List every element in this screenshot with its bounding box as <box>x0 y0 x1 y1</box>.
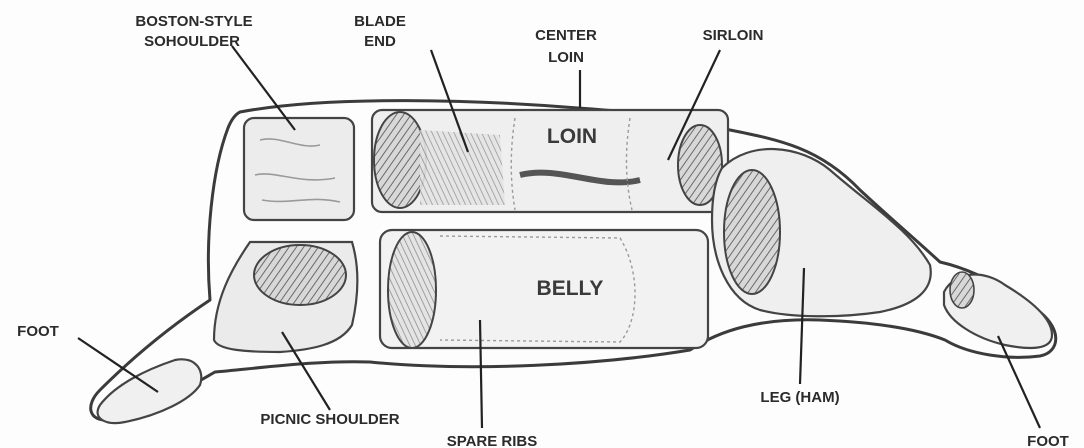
label-end: END <box>364 33 396 50</box>
label-sirloin: SIRLOIN <box>703 27 764 44</box>
label-belly: BELLY <box>537 277 604 300</box>
label-center-loin: LOIN <box>548 49 584 66</box>
label-picnic-shoulder: PICNIC SHOULDER <box>260 411 399 428</box>
label-loin: LOIN <box>547 125 597 148</box>
label-leg-ham: LEG (HAM) <box>760 389 839 406</box>
label-foot-rear: FOOT <box>1027 433 1069 448</box>
label-sohoulder: SOHOULDER <box>144 33 240 50</box>
front-foot-cut <box>98 359 202 423</box>
label-boston-style: BOSTON-STYLE <box>135 13 252 30</box>
pointer-rear-foot <box>998 336 1040 428</box>
label-spare-ribs: SPARE RIBS <box>447 433 538 448</box>
label-center: CENTER <box>535 27 597 44</box>
label-blade: BLADE <box>354 13 406 30</box>
boston-shoulder-cut <box>244 118 354 220</box>
label-foot-front: FOOT <box>17 323 59 340</box>
